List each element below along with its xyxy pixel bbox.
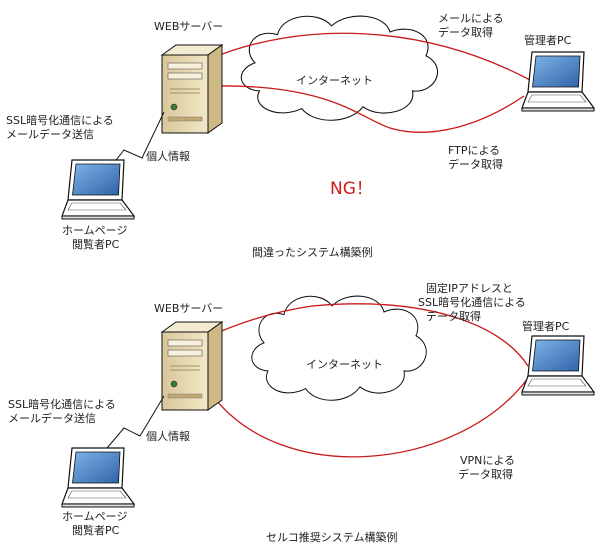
bottom-lightning-link <box>101 395 165 455</box>
top-mail-line <box>211 32 531 81</box>
bottom-vpn-label-2: データ取得 <box>458 467 513 481</box>
top-viewer-label-2: 閲覧者PC <box>72 237 120 251</box>
bottom-ip-label-2: SSL暗号化通信による <box>418 295 526 309</box>
bottom-server-icon <box>161 321 223 411</box>
top-internet-label: インターネット <box>296 74 373 87</box>
bottom-server-label: WEBサーバー <box>154 302 223 315</box>
top-server-icon <box>161 44 223 134</box>
bottom-internet-label: インターネット <box>306 358 383 371</box>
bottom-internet-cloud <box>251 295 427 401</box>
top-viewer-laptop-icon <box>61 159 135 220</box>
top-server-label: WEBサーバー <box>154 20 223 33</box>
bottom-admin-label: 管理者PC <box>522 319 570 333</box>
top-mail-label-2: データ取得 <box>438 25 493 39</box>
top-ftp-label-2: データ取得 <box>448 157 503 171</box>
top-admin-label: 管理者PC <box>524 33 572 47</box>
bottom-vpn-label-1: VPNによる <box>460 454 515 467</box>
top-ng-label: NG！ <box>330 179 373 199</box>
top-admin-laptop-icon <box>521 51 595 112</box>
top-ftp-line <box>213 85 525 133</box>
top-mail-label-1: メールによる <box>438 12 504 25</box>
bottom-ssl-label-1: SSL暗号化通信による <box>8 397 116 411</box>
bottom-personal-label: 個人情報 <box>146 430 190 443</box>
top-caption: 間違ったシステム構築例 <box>252 245 373 259</box>
top-ftp-label-1: FTPによる <box>448 144 500 157</box>
bottom-admin-laptop-icon <box>521 335 595 396</box>
top-viewer-label-1: ホームページ <box>62 224 127 237</box>
bottom-viewer-label-2: 閲覧者PC <box>72 523 120 537</box>
top-ssl-label-1: SSL暗号化通信による <box>6 113 114 127</box>
top-ssl-label-2: メールデータ送信 <box>6 127 94 141</box>
bottom-ip-label-3: データ取得 <box>426 309 481 323</box>
bottom-ssl-label-2: メールデータ送信 <box>8 411 96 425</box>
top-diagram: インターネット WEBサーバー 管理者PC メールによる データ取得 FTPによ… <box>6 12 595 259</box>
bottom-ip-line <box>209 303 529 367</box>
bottom-ip-label-1: 固定IPアドレスと <box>426 281 513 295</box>
bottom-caption: セルコ推奨システム構築例 <box>266 530 397 544</box>
bottom-viewer-laptop-icon <box>61 447 135 508</box>
bottom-viewer-label-1: ホームページ <box>62 510 127 523</box>
bottom-vpn-line <box>209 377 529 458</box>
top-personal-label: 個人情報 <box>146 150 190 163</box>
bottom-diagram: インターネット WEBサーバー 管理者PC 固定IPアドレスと SSL暗号化通信… <box>8 281 595 544</box>
